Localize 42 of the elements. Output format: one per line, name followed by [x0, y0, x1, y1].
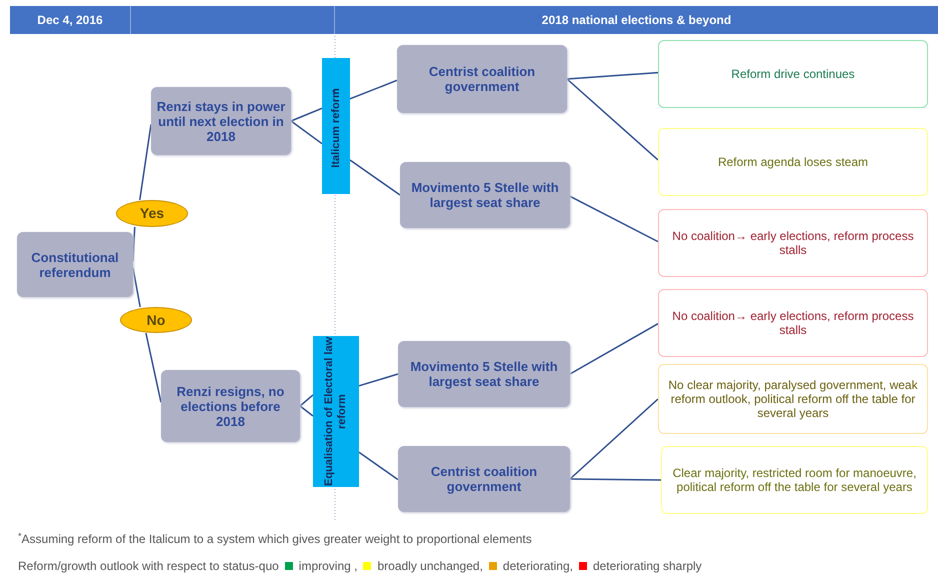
connector-line — [358, 452, 398, 480]
connector-line — [358, 373, 398, 387]
scenario-box: Centrist coalition government — [397, 45, 567, 113]
legend-label: deteriorating sharply — [592, 558, 702, 575]
connector-line — [570, 478, 661, 481]
header-label: 2018 national elections & beyond — [335, 6, 938, 34]
connector-line — [132, 226, 136, 262]
outcome-box: Reform drive continues — [658, 40, 928, 108]
footnote: $^{*}$Assuming reform of the Italicum to a system which gives greater weight to proportional elements — [18, 530, 533, 548]
legend-label: broadly unchanged, — [377, 558, 483, 575]
legend-label: deteriorating, — [502, 558, 573, 575]
outcome-box: No clear majority, paralysed government, weak reform outlook, political reform off the table for several years — [658, 364, 928, 434]
reform-bar: Equalisation of Electoral law reform — [313, 336, 359, 487]
outcome-box: No coalition→ early elections, reform process stalls — [658, 209, 928, 277]
connector-line — [132, 268, 141, 308]
connector-line — [145, 332, 162, 403]
connector-line — [566, 72, 658, 80]
scenario-box: Renzi stays in power until next election in 2018 — [151, 87, 291, 155]
connector-line — [570, 323, 658, 375]
scenario-box: Centrist coalition government — [398, 446, 570, 512]
connector-line — [350, 159, 400, 196]
outcome-box: Clear majority, restricted room for manoeuvre, political reform off the table for several years — [661, 446, 928, 514]
choice-ellipse: No — [120, 307, 192, 333]
connector-line — [300, 405, 314, 417]
legend-label: improving , — [298, 558, 358, 575]
connector-line — [300, 394, 314, 407]
outcome-box: No coalition→ early elections, reform process stalls — [658, 289, 928, 357]
header-label: Dec 4, 2016 — [10, 6, 130, 34]
outcome-box: Reform agenda loses steam — [658, 128, 928, 196]
choice-ellipse: Yes — [116, 200, 188, 227]
connector-line — [290, 120, 322, 144]
connector-line — [350, 80, 398, 100]
scenario-box: Movimento 5 Stelle with largest seat share — [400, 162, 570, 228]
connector-line — [566, 78, 658, 161]
connector-line — [570, 196, 658, 242]
scenario-box: Renzi resigns, no elections before 2018 — [161, 370, 300, 442]
legend-title: Reform/growth outlook with respect to status-quo — [18, 558, 279, 575]
scenario-box: Movimento 5 Stelle with largest seat share — [398, 341, 570, 407]
connector-line — [570, 398, 658, 480]
connector-line — [139, 124, 152, 200]
connector-line — [290, 108, 322, 122]
scenario-box: Constitutional referendum — [17, 232, 133, 297]
